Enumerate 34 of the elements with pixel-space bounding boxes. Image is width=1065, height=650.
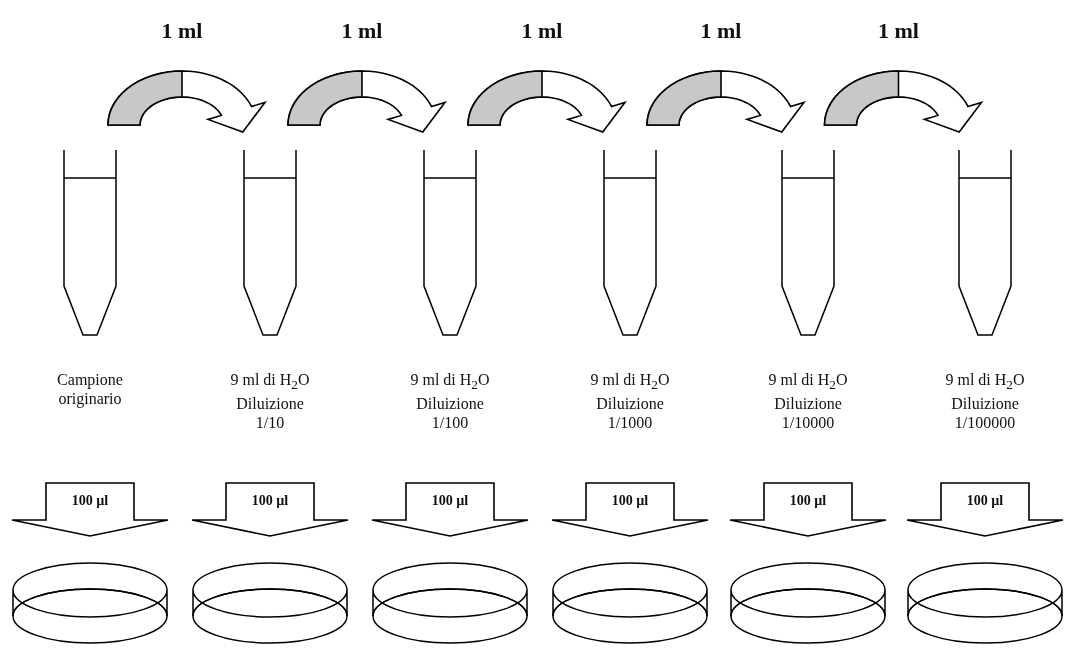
edge-label: 1 ml	[700, 18, 742, 44]
tube-caption: 9 ml di H$_{2}$O	[767, 370, 849, 395]
petri-dish	[730, 562, 886, 644]
edge-label: 1 ml	[521, 18, 563, 44]
tube-caption: Campione originario	[56, 370, 124, 408]
tube-caption: 9 ml di H$_{2}$O	[409, 370, 491, 395]
tube-caption: 9 ml di H$_{2}$O	[944, 370, 1026, 395]
test-tube	[243, 150, 297, 336]
tube-caption: Diluizione 1/10000	[773, 394, 843, 432]
tube-caption: Diluizione 1/10	[235, 394, 305, 432]
petri-dish	[907, 562, 1063, 644]
petri-dish	[12, 562, 168, 644]
tube-caption: 9 ml di H$_{2}$O	[589, 370, 671, 395]
test-tube	[603, 150, 657, 336]
edge-label: 100 µl	[789, 493, 827, 509]
edge-label: 1 ml	[161, 18, 203, 44]
petri-dish	[192, 562, 348, 644]
edge-label: 1 ml	[341, 18, 383, 44]
edge-label: 100 µl	[611, 493, 649, 509]
edge-label: 100 µl	[251, 493, 289, 509]
edge-label: 1 ml	[878, 18, 919, 44]
tube-caption: 9 ml di H$_{2}$O	[229, 370, 311, 395]
test-tube	[63, 150, 117, 336]
tube-caption: Diluizione 1/100000	[950, 394, 1020, 432]
petri-dish	[552, 562, 708, 644]
petri-dish	[372, 562, 528, 644]
test-tube	[958, 150, 1012, 336]
edge-label: 100 µl	[431, 493, 469, 509]
edge-label: 100 µl	[966, 493, 1004, 509]
test-tube	[781, 150, 835, 336]
tube-caption: Diluizione 1/100	[415, 394, 485, 432]
edge-label: 100 µl	[71, 493, 109, 509]
test-tube	[423, 150, 477, 336]
tube-caption: Diluizione 1/1000	[595, 394, 665, 432]
